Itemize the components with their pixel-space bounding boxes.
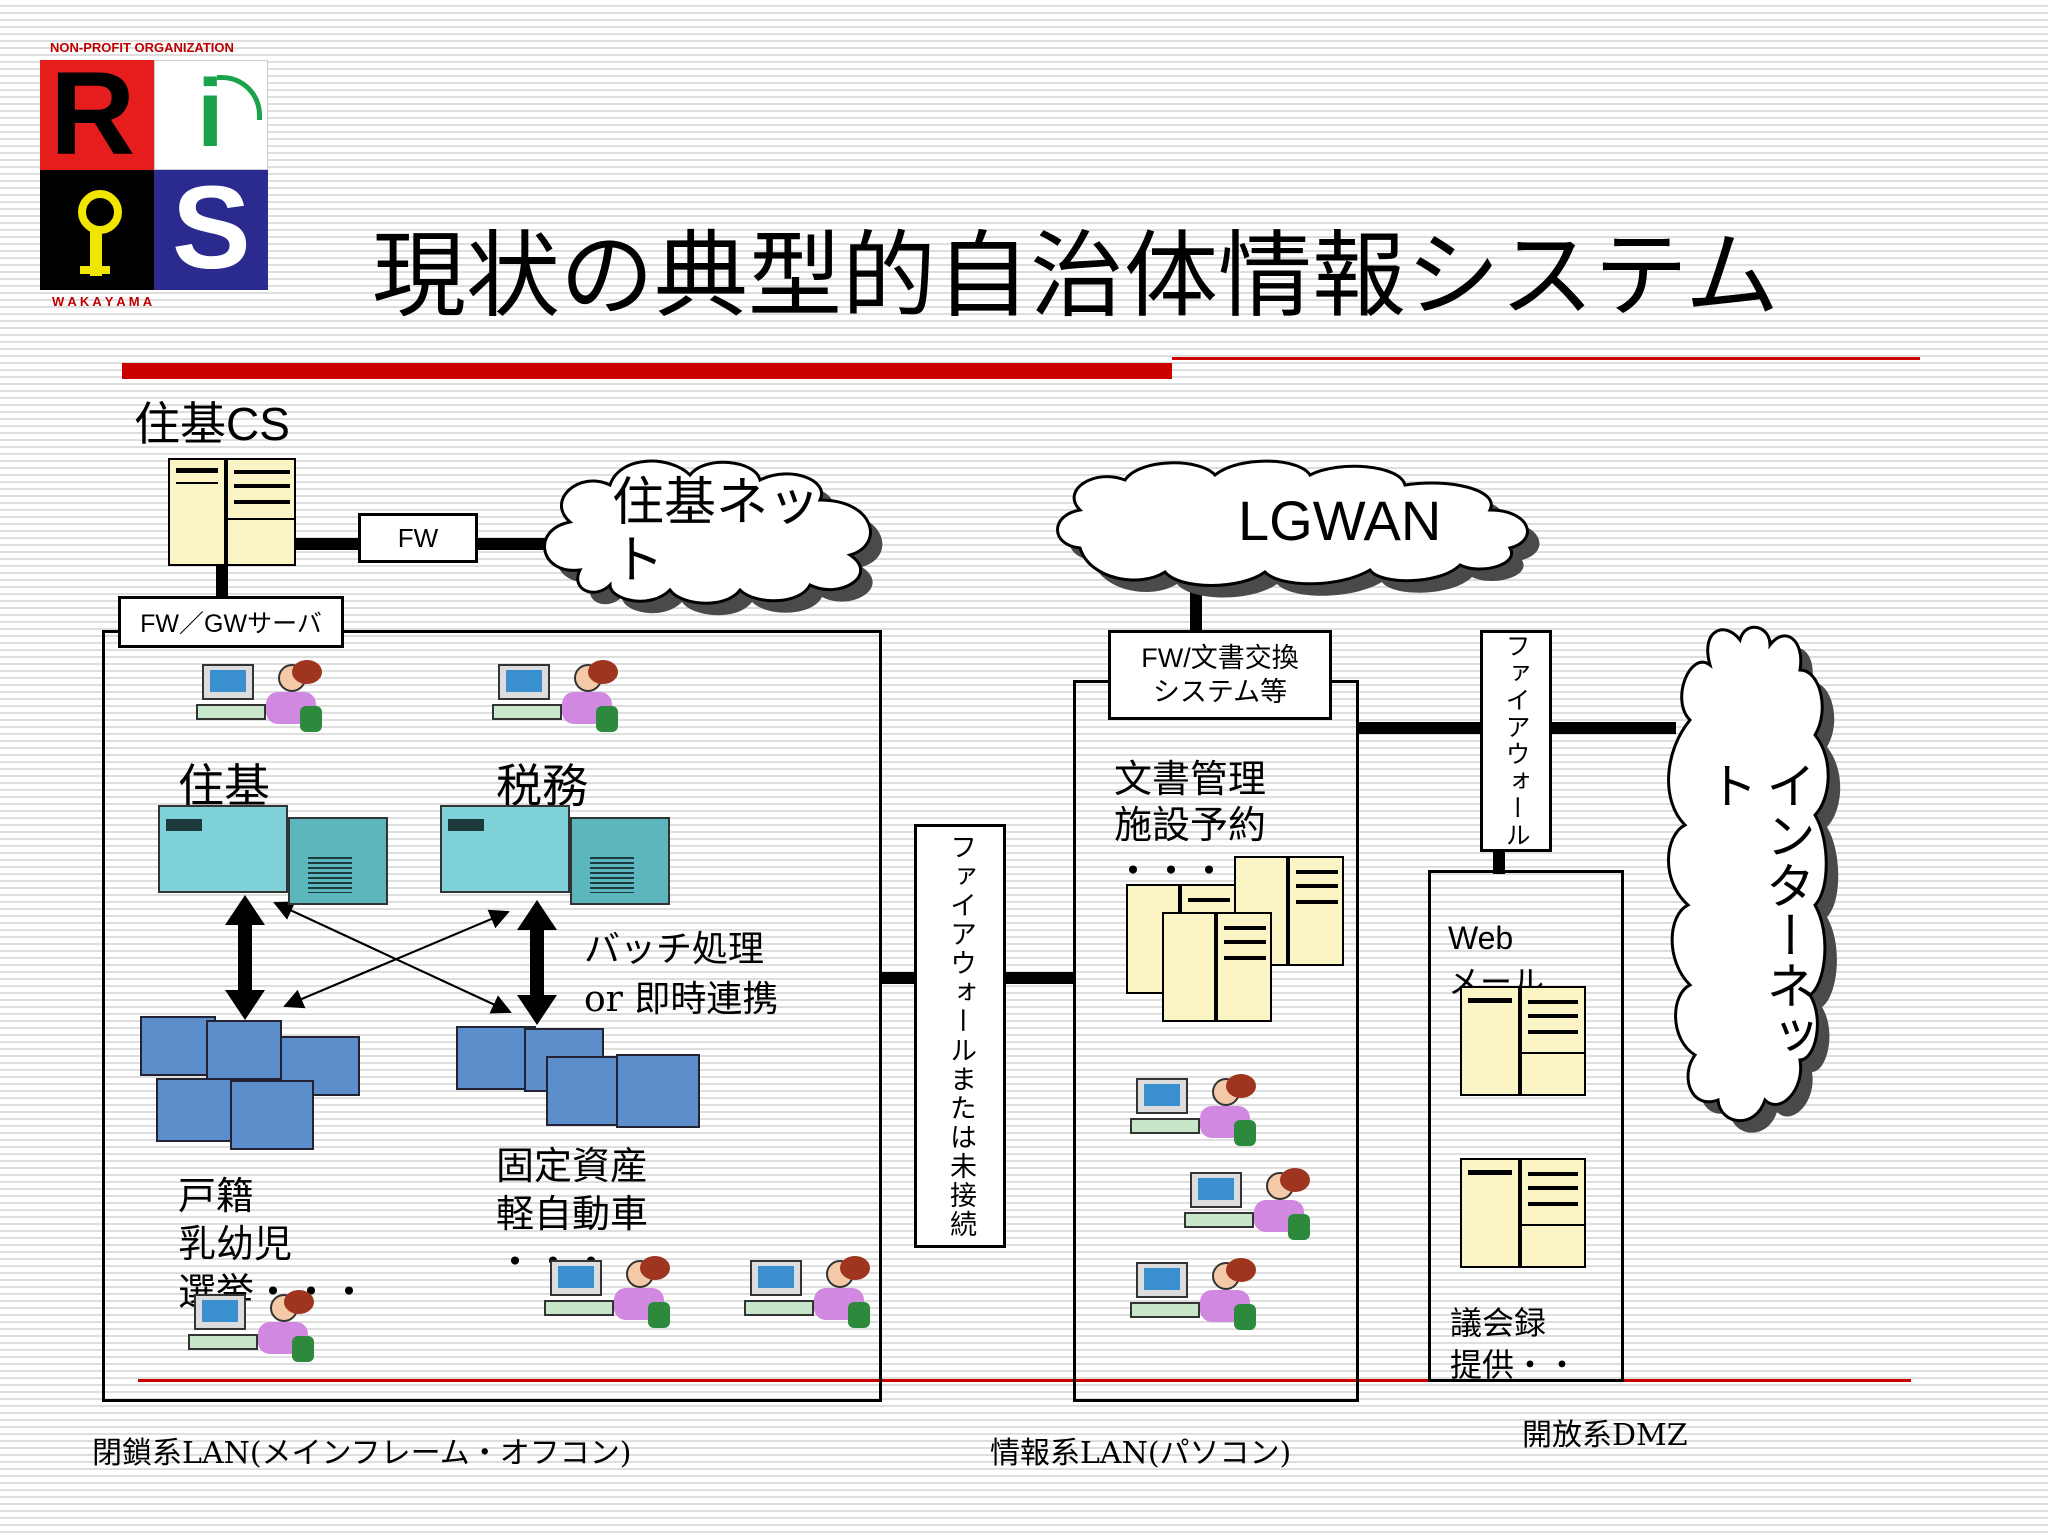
fw-gw-server-box: FW／GWサーバ xyxy=(118,596,344,648)
gikai-label: 議会録 提供・・ xyxy=(1450,1304,1579,1384)
batch-label: バッチ処理 or 即時連携 xyxy=(584,929,779,1020)
jyuki-label: 住基 xyxy=(178,759,270,813)
dmz-box xyxy=(1428,870,1624,1382)
logo-tile-i: i xyxy=(154,60,268,170)
mainframe-jyuki-icon xyxy=(158,805,388,905)
server-stack-icon xyxy=(1126,856,1346,1026)
firewall-right-box: ファイアウォール xyxy=(1480,630,1552,852)
firewall-mid-box: ファイアウォールまたは未接続 xyxy=(914,824,1006,1248)
page-title: 現状の典型的自治体情報システム xyxy=(372,222,1780,331)
lan-info-label: 情報系LAN(パソコン) xyxy=(990,1436,1292,1471)
logo-place: W A K A Y A M A xyxy=(52,294,153,309)
logo-org-text: NON-PROFIT ORGANIZATION xyxy=(50,40,234,55)
link-cs-gw xyxy=(216,564,228,604)
mainframe-zeimu-icon xyxy=(440,805,670,905)
jyuki-cs-server-icon xyxy=(168,458,296,568)
logo-tile-r: R xyxy=(40,48,154,180)
pc-user-icon xyxy=(1130,1258,1260,1332)
link-closed-fw xyxy=(880,972,918,984)
arrow-jyuki-koseki xyxy=(225,895,265,1020)
pc-user-icon xyxy=(744,1256,874,1330)
closed-lan-box xyxy=(102,630,882,1402)
lan-closed-label: 閉鎖系LAN(メインフレーム・オフコン) xyxy=(92,1436,632,1471)
title-rule-thin xyxy=(1172,357,1920,360)
web-server-icon xyxy=(1460,986,1588,1096)
pc-user-icon xyxy=(492,660,622,734)
gikai-server-icon xyxy=(1460,1158,1588,1268)
arrow-zeimu-kotei xyxy=(517,900,557,1025)
office-computer-koseki-icon xyxy=(140,1016,364,1152)
pc-user-icon xyxy=(1184,1168,1314,1242)
lan-dmz-label: 開放系DMZ xyxy=(1522,1418,1688,1453)
pc-user-icon xyxy=(1130,1074,1260,1148)
arrow-cross-1b xyxy=(273,901,511,1013)
pc-user-icon xyxy=(188,1290,318,1364)
jyuki-cs-label: 住基CS xyxy=(134,398,290,450)
firewall-mid-label: ファイアウォールまたは未接続 xyxy=(945,833,976,1239)
firewall-right-label: ファイアウォール xyxy=(1502,633,1531,849)
logo-tile-key xyxy=(40,170,154,290)
zeimu-label: 税務 xyxy=(496,759,588,813)
jyuki-net-label: 住基ネット xyxy=(612,473,821,591)
lgwan-label: LGWAN xyxy=(1238,489,1442,552)
link-fw-cloud xyxy=(475,538,560,550)
pc-user-icon xyxy=(196,660,326,734)
internet-label: インターネット xyxy=(1700,760,1816,1060)
fw-box: FW xyxy=(358,513,478,563)
pc-user-icon xyxy=(544,1256,674,1330)
title-rule-thick xyxy=(122,363,1172,379)
logo-tile-s: S xyxy=(154,162,268,294)
arrow-cross-2b xyxy=(284,909,510,1007)
cloud-jyukinet xyxy=(543,459,883,616)
link-fw-dmz xyxy=(1493,852,1505,874)
bottom-red-rule xyxy=(138,1379,1911,1382)
office-computer-kotei-icon xyxy=(456,1026,700,1138)
logo: NON-PROFIT ORGANIZATION R i S W A K A Y … xyxy=(40,40,272,312)
fw-bunsho-box: FW/文書交換 システム等 xyxy=(1108,630,1332,720)
link-fw-info xyxy=(1003,972,1075,984)
link-cs-fw xyxy=(292,538,360,550)
cloud-internet xyxy=(1667,625,1841,1133)
cloud-lgwan xyxy=(1056,459,1540,598)
